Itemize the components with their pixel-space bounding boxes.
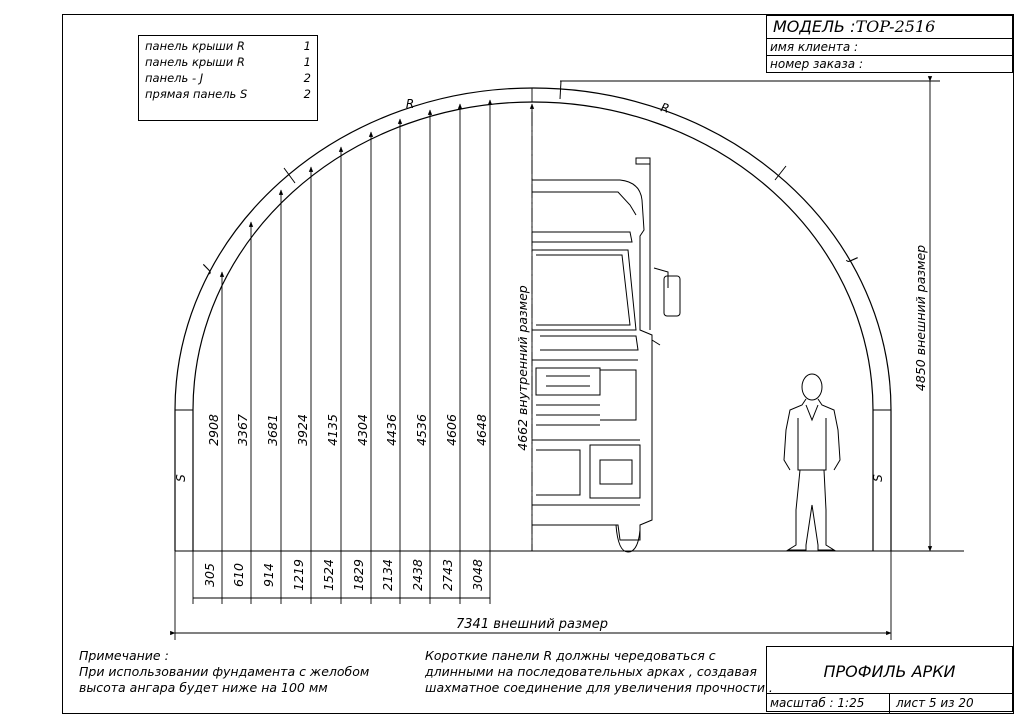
height-label: 4648: [474, 414, 489, 446]
height-labels: 2908 3367 3681 3924 4135 4304 4436 4536 …: [206, 414, 489, 446]
height-dimension-group: [219, 99, 493, 551]
offset-label: 2438: [410, 559, 425, 591]
note-line: длинными на последовательных арках , соз…: [425, 664, 757, 679]
offset-labels: 305 610 914 1219 1524 1829 2134 2438 274…: [202, 559, 485, 591]
outer-height-label: 4850 внешний размер: [913, 245, 928, 391]
height-label: 4436: [384, 414, 399, 446]
drawing-frame: [62, 14, 1014, 714]
height-label: 4304: [355, 414, 370, 446]
outer-width-label: 7341 внешний размер: [456, 617, 608, 632]
offset-label: 1829: [351, 559, 366, 591]
drawing-stamp: ПРОФИЛЬ АРКИ масштаб : 1:25 лист 5 из 20: [766, 646, 1013, 713]
offset-label: 1524: [321, 559, 336, 591]
offset-label: 305: [202, 563, 217, 587]
height-label: 3367: [235, 414, 250, 446]
offset-label: 1219: [291, 559, 306, 591]
height-label: 3681: [265, 414, 280, 446]
model-title: МОДЕЛЬ :TOP-2516: [767, 16, 1012, 39]
offset-label: 914: [261, 563, 276, 587]
height-label: 4536: [414, 414, 429, 446]
client-name-field: имя клиента :: [767, 39, 1012, 56]
panel-label-r-top1: R: [406, 97, 414, 111]
panel-joints: [175, 80, 891, 411]
panel-alternation-note: Короткие панели R должны чередоваться с …: [425, 648, 773, 696]
order-number-field: номер заказа :: [770, 57, 863, 71]
height-label: 3924: [295, 414, 310, 446]
sheet-field: лист 5 из 20: [896, 696, 974, 710]
inner-height-label: 4662 внутренний размер: [515, 285, 530, 451]
note-line: высота ангара будет ниже на 100 мм: [79, 680, 328, 695]
arch-outer: [174, 87, 892, 551]
note-line: При использовании фундамента с желобом: [79, 664, 370, 679]
offset-label: 3048: [470, 559, 485, 591]
offset-extension-lines: [192, 551, 491, 604]
height-label: 4135: [325, 414, 340, 446]
offset-label: 2743: [440, 559, 455, 591]
outer-width-dimension: [170, 551, 892, 640]
height-label: 2908: [206, 414, 221, 446]
person-figure: [783, 373, 841, 551]
offset-label: 2134: [380, 559, 395, 591]
note-heading: Примечание :: [79, 648, 169, 663]
note-line: шахматное соединение для увеличения проч…: [425, 680, 773, 695]
arch-inner: [192, 101, 874, 551]
truck-illustration: [532, 157, 681, 553]
height-label: 4606: [444, 414, 459, 446]
panel-label-s-right: S: [871, 474, 885, 482]
outer-height-dimension: [560, 76, 940, 552]
title-block: МОДЕЛЬ :TOP-2516 имя клиента : номер зак…: [766, 15, 1013, 73]
drawing-title: ПРОФИЛЬ АРКИ: [767, 647, 1012, 694]
note-line: Короткие панели R должны чередоваться с: [425, 648, 716, 663]
panel-label-j-right: J: [845, 253, 860, 266]
foundation-note: Примечание : При использовании фундамент…: [79, 648, 369, 696]
scale-field: масштаб : 1:25: [767, 693, 890, 713]
panel-label-r-top2: R: [659, 100, 671, 116]
panel-label-s-left: S: [174, 474, 188, 482]
offset-label: 610: [231, 563, 246, 587]
